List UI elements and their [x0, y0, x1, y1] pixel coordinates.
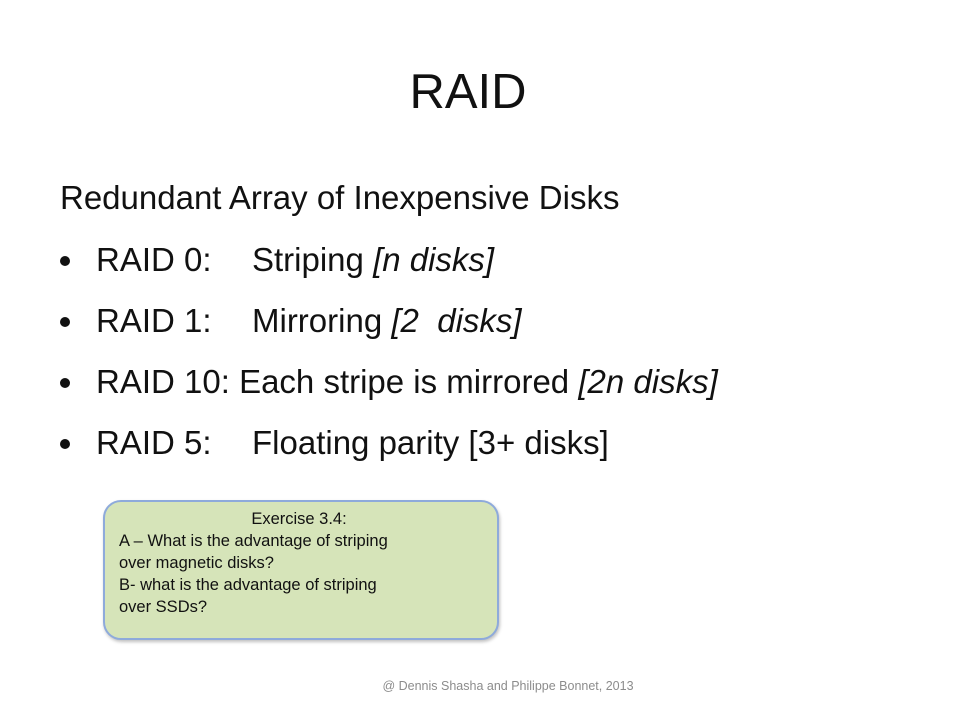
bullet-text: RAID 5: Floating parity [3+ disks]: [96, 421, 609, 465]
bullet-text: RAID 1: Mirroring [2 disks]: [96, 299, 522, 343]
exercise-line: A – What is the advantage of striping: [119, 532, 388, 550]
slide-footer: @ Dennis Shasha and Philippe Bonnet, 201…: [382, 679, 634, 693]
exercise-line: over magnetic disks?: [119, 554, 274, 572]
exercise-line: over SSDs?: [119, 598, 208, 616]
slide-title: RAID: [409, 65, 527, 119]
bullet-description: Each stripe is mirrored: [239, 363, 570, 400]
exercise-callout: Exercise 3.4: A – What is the advantage …: [103, 500, 499, 640]
bullet-description: Mirroring: [252, 302, 383, 339]
bullet-text: RAID 10: Each stripe is mirrored [2n dis…: [96, 360, 718, 404]
exercise-title: Exercise 3.4:: [251, 510, 347, 528]
exercise-line: B- what is the advantage of striping: [119, 576, 377, 594]
bullet-dot-icon: [60, 378, 70, 388]
bullet-dot-icon: [60, 256, 70, 266]
bullet-detail: [n disks]: [373, 241, 495, 278]
slide-subtitle: Redundant Array of Inexpensive Disks: [60, 179, 620, 216]
bullet-detail: [2 disks]: [391, 302, 522, 339]
bullet-label: RAID 10:: [96, 363, 230, 400]
bullet-text: RAID 0: Striping [n disks]: [96, 238, 494, 282]
bullet-detail: [2n disks]: [578, 363, 718, 400]
bullet-label: RAID 1:: [96, 302, 212, 339]
bullet-label: RAID 5:: [96, 424, 212, 461]
bullet-description: Floating parity [3+ disks]: [252, 424, 609, 461]
bullet-description: Striping: [252, 241, 364, 278]
bullet-dot-icon: [60, 317, 70, 327]
bullet-dot-icon: [60, 439, 70, 449]
bullet-label: RAID 0:: [96, 241, 212, 278]
